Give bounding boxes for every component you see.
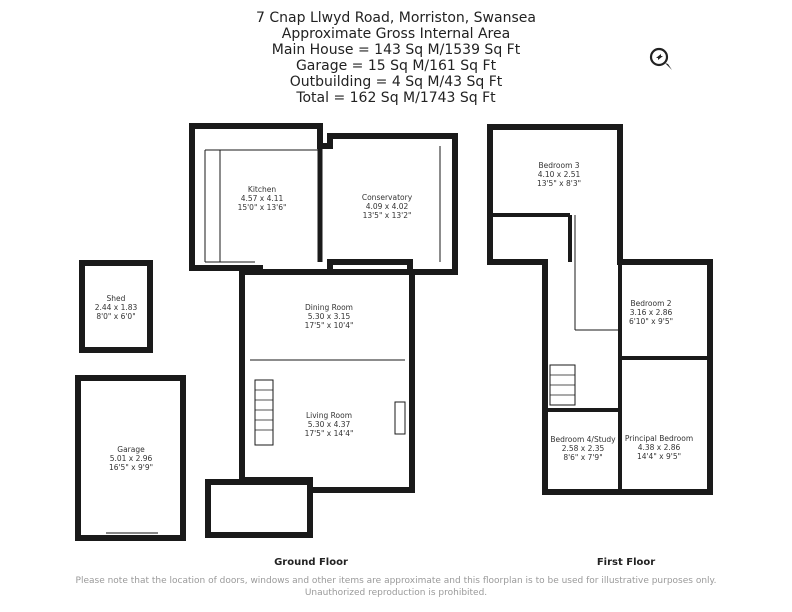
kitchen-name: Kitchen [248,185,276,194]
first-floor-plan [487,124,713,495]
header-main-house: Main House = 143 Sq M/1539 Sq Ft [271,42,521,58]
bedroom2-name: Bedroom 2 [630,299,671,308]
header-total: Total = 162 Sq M/1743 Sq Ft [296,90,496,106]
first-floor-label: First Floor [597,557,655,568]
dining-name: Dining Room [305,303,353,312]
disclaimer: Please note that the location of doors, … [75,576,717,598]
bedroom3-imperial: 13'5" x 8'3" [537,179,581,188]
property-header: 7 Cnap Llwyd Road, Morriston, Swansea Ap… [0,10,792,106]
ground-floor-plan [189,123,458,538]
garage-name: Garage [117,445,145,454]
shed-name: Shed [107,294,126,303]
compass-icon [649,47,672,70]
garage-metric: 5.01 x 2.96 [110,454,153,463]
bedroom4-metric: 2.58 x 2.35 [562,444,605,453]
conservatory-metric: 4.09 x 4.02 [366,202,409,211]
shed-imperial: 8'0" x 6'0" [96,312,135,321]
outbuildings [75,260,186,541]
principal-name: Principal Bedroom [625,434,693,443]
garage-imperial: 16'5" x 9'9" [109,463,153,472]
bedroom3-name: Bedroom 3 [538,161,579,170]
bedroom4-name: Bedroom 4/Study [550,435,616,444]
bedroom4-imperial: 8'6" x 7'9" [563,453,602,462]
header-outbuilding: Outbuilding = 4 Sq M/43 Sq Ft [289,74,503,90]
garage-walls [75,375,186,541]
living-name: Living Room [306,411,352,420]
conservatory-name: Conservatory [362,193,413,202]
shed-walls [79,260,153,353]
header-area-title: Approximate Gross Internal Area [281,26,511,42]
living-imperial: 17'5" x 14'4" [305,429,354,438]
dining-metric: 5.30 x 3.15 [308,312,351,321]
kitchen-walls [189,123,458,275]
shed-metric: 2.44 x 1.83 [95,303,138,312]
principal-metric: 4.38 x 2.86 [638,443,681,452]
dining-imperial: 17'5" x 10'4" [305,321,354,330]
conservatory-imperial: 13'5" x 13'2" [363,211,412,220]
principal-imperial: 14'4" x 9'5" [637,452,681,461]
ground-floor-label: Ground Floor [274,557,348,568]
header-address: 7 Cnap Llwyd Road, Morriston, Swansea [256,10,536,26]
bedroom2-imperial: 6'10" x 9'5" [629,317,673,326]
header-garage: Garage = 15 Sq M/161 Sq Ft [295,58,497,74]
kitchen-imperial: 15'0" x 13'6" [238,203,287,212]
living-metric: 5.30 x 4.37 [308,420,351,429]
kitchen-metric: 4.57 x 4.11 [241,194,284,203]
upper-walls [487,124,713,495]
bedroom2-metric: 3.16 x 2.86 [630,308,673,317]
svg-text:Bedroom 23.16 x 2.866'10" x 9': Bedroom 23.16 x 2.866'10" x 9'5" [629,299,673,326]
bedroom3-metric: 4.10 x 2.51 [538,170,581,179]
